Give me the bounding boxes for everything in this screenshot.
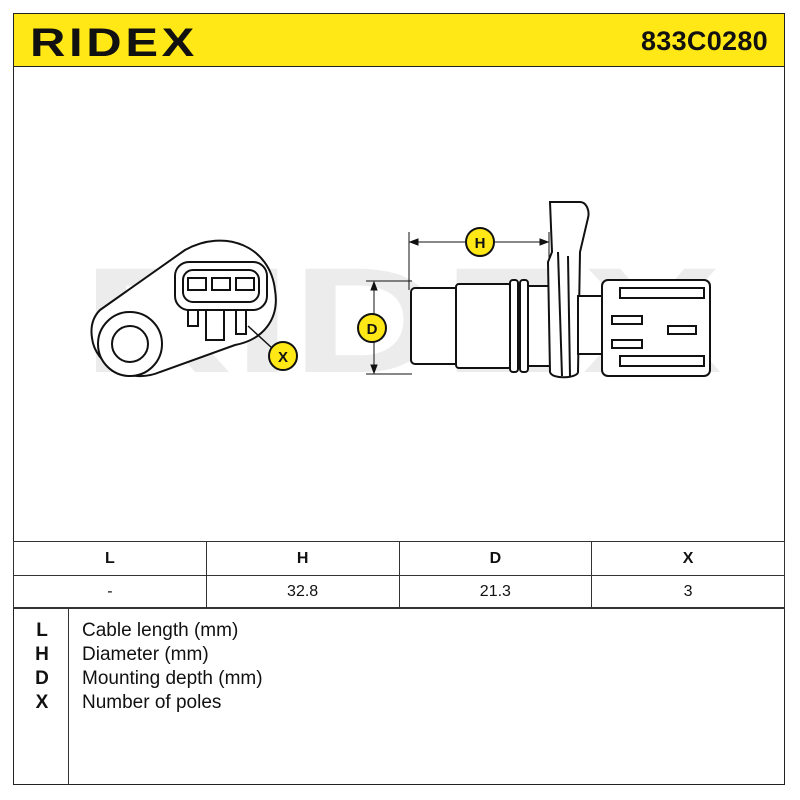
- connector-key: [667, 325, 697, 335]
- legend-description: Mounting depth (mm): [82, 668, 263, 689]
- header-bar: RIDEX 833C0280: [13, 13, 785, 67]
- legend-row: L Cable length (mm): [13, 620, 773, 644]
- connector-tab-3: [235, 309, 247, 335]
- flange-edge-1: [557, 251, 563, 377]
- h-marker-label: H: [475, 235, 486, 252]
- value-cell-x: 3: [591, 575, 785, 609]
- legend-description: Diameter (mm): [82, 644, 209, 665]
- legend-key: X: [35, 692, 49, 713]
- header-cell-h: H: [205, 541, 400, 576]
- connector-terminal-2: [611, 339, 643, 349]
- sensor-side-view: [410, 201, 711, 379]
- legend-row: X Number of poles: [13, 692, 773, 716]
- legend-row: D Mounting depth (mm): [13, 668, 773, 692]
- connector-tab-2: [205, 309, 225, 341]
- value-cell-d: 21.3: [398, 575, 593, 609]
- sensor-shaft: [455, 283, 512, 369]
- legend-description: Number of poles: [82, 692, 222, 713]
- latch-top: [619, 287, 705, 299]
- legend-section: L Cable length (mm) H Diameter (mm) D Mo…: [13, 607, 785, 785]
- sensor-top-view: [90, 239, 277, 377]
- part-number: 833C0280: [640, 26, 768, 56]
- connector-pin-3: [235, 277, 255, 291]
- latch-bottom: [619, 355, 705, 367]
- connector-collar: [577, 295, 605, 355]
- value-cell-h: 32.8: [205, 575, 400, 609]
- sensor-neck: [527, 285, 551, 367]
- dimensions-value-row: - 32.8 21.3 3: [13, 575, 785, 609]
- x-marker-circle: [268, 341, 298, 371]
- pole-pointer-line: [247, 325, 273, 349]
- legend-key: L: [36, 620, 48, 641]
- connector-body: [601, 279, 711, 377]
- o-ring-1: [509, 279, 519, 373]
- value-cell-l: -: [13, 575, 207, 609]
- legend-divider: [68, 608, 69, 785]
- ridex-logo: RIDEX: [30, 24, 198, 60]
- connector-pin-2: [211, 277, 231, 291]
- brand-logo-text: RIDEX: [30, 24, 198, 60]
- d-marker-label: D: [367, 321, 378, 338]
- flange-edge-2: [567, 255, 571, 377]
- technical-drawing: RIDEX X: [82, 201, 722, 404]
- connector-terminal-1: [611, 315, 643, 325]
- header-cell-l: L: [13, 541, 207, 576]
- dimensions-header-row: L H D X: [13, 541, 785, 576]
- d-marker-circle: [357, 313, 387, 343]
- legend-row: H Diameter (mm): [13, 644, 773, 668]
- o-ring-2: [519, 279, 529, 373]
- legend-key: D: [35, 668, 49, 689]
- mounting-hole-inner: [111, 325, 149, 363]
- legend-description: Cable length (mm): [82, 620, 239, 641]
- header-cell-x: X: [591, 541, 785, 576]
- header-cell-d: D: [398, 541, 593, 576]
- sensor-tip: [410, 287, 462, 365]
- connector-pin-1: [187, 277, 207, 291]
- legend-key: H: [35, 644, 49, 665]
- connector-housing-inner: [182, 269, 260, 303]
- mounting-hole-outer: [97, 311, 163, 377]
- dimensions-table: L H D X - 32.8 21.3 3: [13, 541, 785, 609]
- connector-tab-1: [187, 309, 199, 327]
- x-marker-label: X: [278, 349, 288, 366]
- h-marker-circle: [465, 227, 495, 257]
